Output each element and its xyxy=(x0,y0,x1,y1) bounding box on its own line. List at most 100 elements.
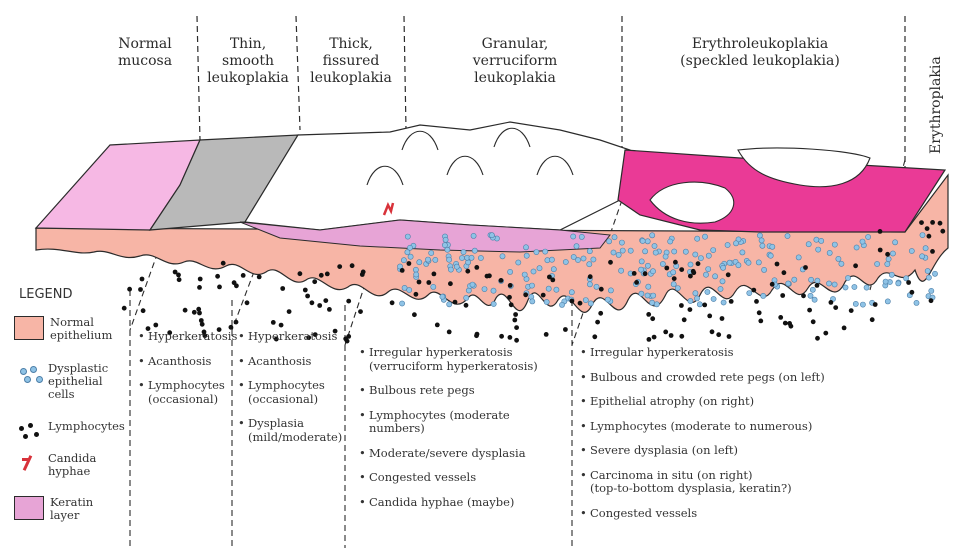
dysplastic-cell xyxy=(838,260,845,267)
dysplastic-cell xyxy=(529,282,535,289)
dysplastic-cell xyxy=(784,233,791,239)
dysplastic-cell xyxy=(401,284,408,291)
lymphocyte-dot xyxy=(317,303,323,308)
finding-item: Lymphocytes (moderate numbers) xyxy=(359,408,569,436)
dysplastic-cell xyxy=(615,251,622,258)
lymphocyte-dot xyxy=(297,271,303,277)
dysplastic-cell xyxy=(814,277,821,284)
finding-item: Congested vessels xyxy=(580,506,845,521)
dysplastic-cell xyxy=(785,280,792,287)
lymphocyte-dot xyxy=(463,302,469,308)
stage-divider xyxy=(403,15,407,131)
dysplastic-cell xyxy=(416,259,423,266)
lymphocyte-dot xyxy=(807,307,812,313)
lymphocyte-dot xyxy=(671,276,677,281)
dysplastic-cell xyxy=(758,237,765,244)
finding-item: Candida hyphae (maybe) xyxy=(359,495,569,510)
dysplastic-cell xyxy=(439,293,446,300)
dysplastic-cell xyxy=(717,286,724,292)
dysplastic-cell xyxy=(687,298,694,304)
finding-item: Dysplasia(mild/moderate) xyxy=(238,416,342,444)
finding-item: Severe dysplasia (on left) xyxy=(580,443,845,458)
lymphocyte-dot xyxy=(756,310,762,316)
candida-swatch xyxy=(14,452,42,474)
dysplastic-cell xyxy=(627,247,634,254)
dysplastic-cell xyxy=(919,253,925,260)
lymphocyte-dot xyxy=(416,279,422,285)
dysplastic-cell xyxy=(587,281,593,288)
lymphocyte-dot xyxy=(498,278,504,283)
dysplastic-cell xyxy=(735,262,742,269)
verruciform-peak xyxy=(446,155,484,176)
lymphocyte-dot xyxy=(233,319,239,325)
lymphocyte-dot xyxy=(702,302,708,308)
lymphocyte-dot xyxy=(937,220,943,226)
dysplastic-cell xyxy=(698,255,704,261)
lymphocyte-dot xyxy=(833,305,839,310)
verruciform-peak xyxy=(401,130,439,151)
dysplastic-cell xyxy=(446,301,453,308)
dysplastic-cell xyxy=(645,283,652,290)
dysplastic-cell xyxy=(719,278,726,285)
dysplastic-cell xyxy=(884,261,891,267)
lymphocyte-dot xyxy=(679,303,684,308)
dysplastic-cell xyxy=(578,233,585,240)
dysplastic-cell xyxy=(888,271,895,278)
dysplastic-cell xyxy=(692,290,699,297)
lymphocyte-dot xyxy=(801,293,806,299)
dysplastic-cell xyxy=(919,232,926,238)
lymphocytes-swatch xyxy=(14,420,42,442)
lymphocyte-dot xyxy=(499,333,504,339)
dysplastic-cell xyxy=(757,232,763,239)
finding-item: Hyperkeratosis xyxy=(138,329,237,344)
lymphocyte-dot xyxy=(278,322,284,328)
dysplastic-cell xyxy=(570,254,577,260)
dysplastic-cell xyxy=(447,266,454,273)
lymphocyte-dot xyxy=(305,293,310,299)
lymphocyte-dot xyxy=(780,293,786,298)
dysplastic-cell xyxy=(619,247,626,254)
lymphocyte-dot xyxy=(507,335,513,340)
dysplastic-cell xyxy=(611,234,618,241)
lymphocyte-dot xyxy=(841,325,847,331)
dysplastic-cell xyxy=(710,296,717,302)
lymphocyte-dot xyxy=(446,329,452,335)
legend-label: Lymphocytes xyxy=(48,419,125,433)
lymphocyte-dot xyxy=(399,268,405,273)
keratin-patch xyxy=(737,147,871,188)
findings-granular: Irregular hyperkeratosis(verruciform hyp… xyxy=(359,345,569,520)
dysplastic-cell xyxy=(575,257,581,263)
dysplastic-cell xyxy=(642,248,648,255)
dysplastic-cell xyxy=(490,287,497,294)
dysplastic-cell xyxy=(928,287,935,294)
lymphocyte-dot xyxy=(127,286,132,292)
finding-item: Hyperkeratosis xyxy=(238,329,338,344)
dysplastic-cell xyxy=(463,294,470,301)
lymphocyte-dot xyxy=(688,273,693,279)
lymphocyte-dot xyxy=(673,259,678,265)
dysplastic-cell xyxy=(580,255,587,262)
dysplastic-cell xyxy=(660,261,666,267)
dysplastic-cell xyxy=(726,259,733,266)
lymphocyte-dot xyxy=(474,265,480,270)
dysplastic-cell xyxy=(499,253,506,260)
lymphocyte-dot xyxy=(758,318,764,324)
dysplastic-cell xyxy=(468,254,475,261)
lymphocyte-dot xyxy=(781,270,787,276)
dysplastic-cell xyxy=(720,299,727,306)
stage-title-erythroleukoplakia: Erythroleukoplakia(speckled leukoplakia) xyxy=(680,36,840,69)
lymphocyte-dot xyxy=(228,324,234,330)
normal-epithelium-swatch xyxy=(14,316,44,340)
lymphocyte-dot xyxy=(664,265,670,271)
lymphocyte-dot xyxy=(280,286,286,291)
lymphocyte-dot xyxy=(679,267,685,272)
lymphocyte-dot xyxy=(769,281,775,287)
lymphocyte-dot xyxy=(650,316,656,322)
dysplastic-cell xyxy=(710,247,717,253)
dysplastic-cell xyxy=(619,239,625,246)
dysplastic-cell xyxy=(587,300,594,307)
lymphocyte-dot xyxy=(349,263,355,269)
dysplastic-cell xyxy=(404,249,411,256)
